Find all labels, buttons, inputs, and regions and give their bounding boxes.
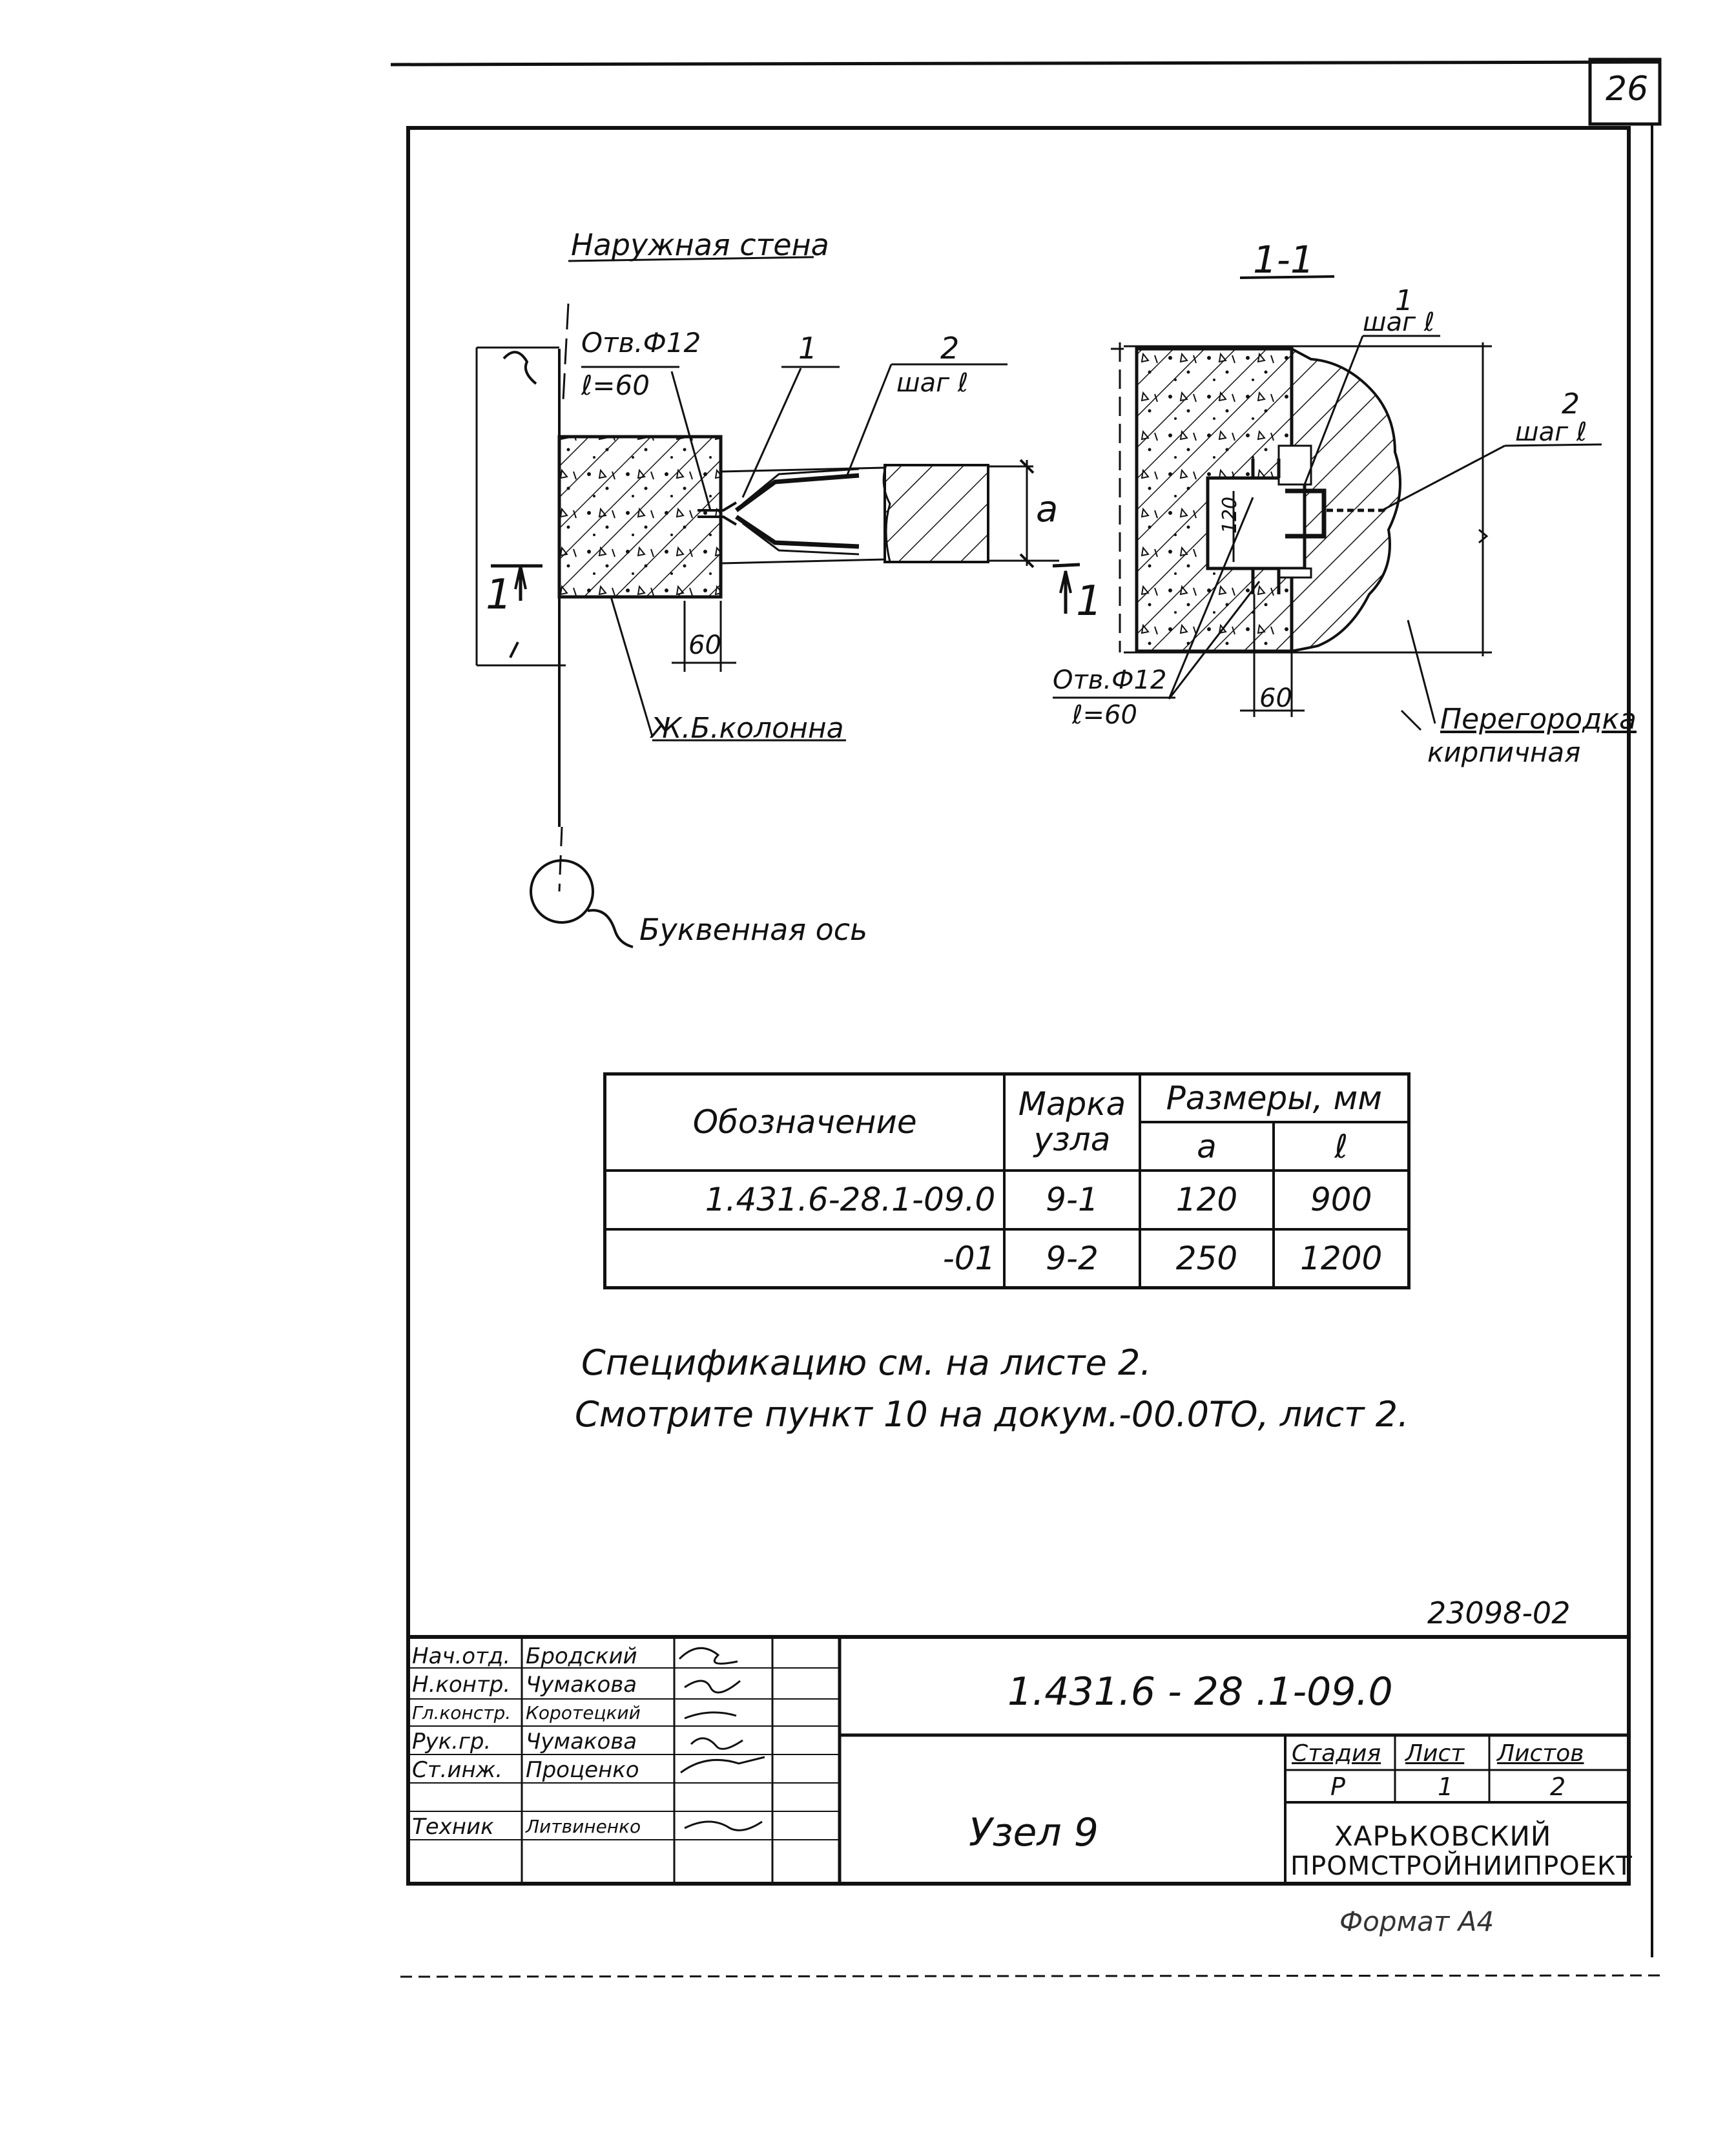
- dimension-60-left: 60: [688, 630, 721, 660]
- sheet-value: 1: [1438, 1773, 1454, 1801]
- header-sizes: Размеры, мм: [1138, 1072, 1410, 1124]
- cell-mark: 9-2: [1003, 1227, 1141, 1289]
- person-name: Бродский: [526, 1643, 637, 1669]
- header-a: a: [1138, 1121, 1276, 1172]
- title-block-grid: [406, 1635, 1631, 1886]
- position-1-label: 1: [798, 331, 818, 366]
- cell-b: 900: [1272, 1169, 1410, 1231]
- section-view: [1053, 275, 1602, 731]
- sheets-value: 2: [1550, 1773, 1566, 1801]
- note-line-1: Спецификацию см. на листе 2.: [581, 1342, 1152, 1383]
- person-name: Коротецкий: [526, 1702, 641, 1723]
- names-column: Бродский Чумакова Коротецкий Чумакова Пр…: [526, 1642, 641, 1841]
- header-designation: Обозначение: [603, 1072, 1006, 1172]
- role-label: Гл.констр.: [412, 1702, 512, 1723]
- column-label: Ж.Б.колонна: [651, 712, 844, 745]
- role-label: Техник: [412, 1814, 494, 1840]
- cell-b: 1200: [1272, 1227, 1410, 1289]
- node-title: Узел 9: [969, 1810, 1099, 1855]
- note-line-2: Смотрите пункт 10 на докум.-00.0ТО, лист…: [575, 1394, 1409, 1435]
- organization-line1: ХАРЬКОВСКИЙ: [1334, 1820, 1552, 1852]
- cell-a: 250: [1138, 1227, 1276, 1289]
- section-mark-right: 1: [1076, 578, 1102, 625]
- sheet-number: 26: [1606, 70, 1649, 109]
- node-table: Обозначение Марка узла Размеры, мм a ℓ 1…: [603, 1072, 1410, 1289]
- stage-header: Стадия: [1292, 1740, 1381, 1767]
- cell-designation: 1.431.6-28.1-09.0: [603, 1169, 1006, 1231]
- plan-view: [475, 256, 1080, 948]
- cell-a: 120: [1138, 1169, 1276, 1231]
- axis-label: Буквенная ось: [639, 912, 868, 947]
- dimension-60-right: 60: [1259, 683, 1292, 713]
- person-name: Литвиненко: [526, 1816, 641, 1837]
- section-title: 1-1: [1253, 238, 1314, 282]
- person-name: Проценко: [526, 1757, 639, 1783]
- table-row: 1.431.6-28.1-09.0 9-1 120 900: [603, 1169, 1410, 1231]
- person-name: Чумакова: [526, 1672, 637, 1698]
- cell-designation: -01: [603, 1227, 1006, 1289]
- section-position-2-step: шаг ℓ: [1515, 417, 1587, 447]
- role-label: Н.контр.: [412, 1672, 511, 1698]
- hole-length-2: ℓ=60: [1072, 700, 1137, 730]
- person-name: Чумакова: [526, 1729, 637, 1754]
- outer-wall-label: Наружная стена: [571, 227, 829, 262]
- header-b: ℓ: [1272, 1121, 1410, 1172]
- header-mark-line2: узла: [1033, 1121, 1111, 1159]
- header-mark: Марка узла: [1003, 1072, 1141, 1172]
- hole-length-1: ℓ=60: [581, 370, 650, 401]
- partition-label: Перегородка: [1440, 703, 1637, 736]
- archive-number: 23098-02: [1427, 1596, 1571, 1630]
- section-position-2-label: 2: [1562, 388, 1580, 421]
- role-label: Нач.отд.: [412, 1643, 511, 1669]
- section-mark-left: 1: [486, 571, 512, 619]
- organization-line2: ПРОМСТРОЙНИИПРОЕКТ: [1290, 1851, 1633, 1881]
- format-label: Формат А4: [1339, 1906, 1494, 1937]
- roles-column: Нач.отд. Н.контр. Гл.констр. Рук.гр. Ст.…: [412, 1642, 511, 1841]
- partition-label-material: кирпичная: [1427, 736, 1581, 768]
- role-label: Ст.инж.: [412, 1757, 503, 1783]
- sheet-header: Лист: [1405, 1740, 1465, 1767]
- dimension-a: a: [1036, 488, 1059, 530]
- hole-label-2: Отв.Ф12: [1053, 665, 1167, 695]
- position-2-step: шаг ℓ: [896, 368, 969, 398]
- role-label: Рук.гр.: [412, 1729, 491, 1754]
- position-2-label: 2: [940, 331, 960, 366]
- table-row: -01 9-2 250 1200: [603, 1227, 1410, 1289]
- dimension-120: 120: [1219, 496, 1242, 534]
- signatures: [678, 1647, 765, 1831]
- hole-label-1: Отв.Ф12: [581, 327, 701, 359]
- sheets-header: Листов: [1497, 1740, 1584, 1767]
- header-mark-line1: Марка: [1018, 1085, 1126, 1123]
- document-code: 1.431.6 - 28 .1-09.0: [1008, 1669, 1393, 1714]
- stage-value: Р: [1330, 1773, 1345, 1801]
- cell-mark: 9-1: [1003, 1169, 1141, 1231]
- section-position-1-step: шаг ℓ: [1363, 307, 1435, 337]
- section-position-1-label: 1: [1395, 284, 1413, 317]
